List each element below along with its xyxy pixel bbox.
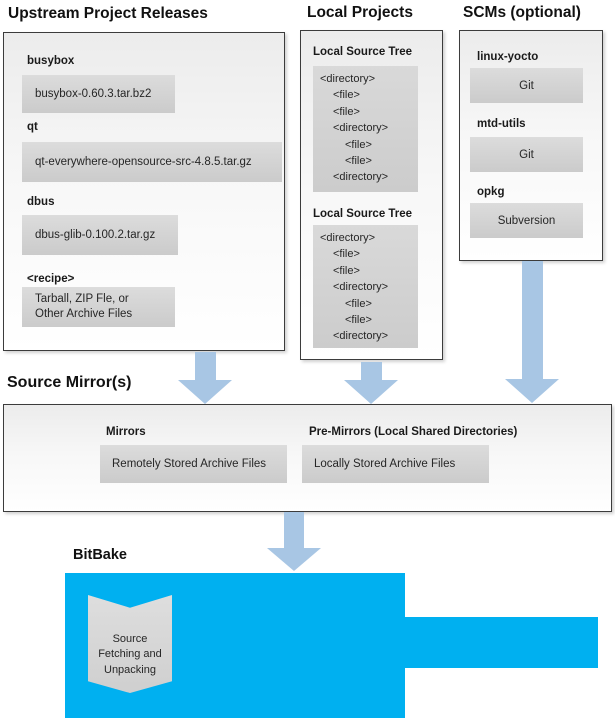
scm-entry-label: opkg <box>477 186 505 198</box>
bitbake-title: BitBake <box>73 547 127 563</box>
arrow-down-icon <box>344 362 398 404</box>
upstream-entry-label: <recipe> <box>27 273 75 285</box>
tree-line: <directory> <box>333 330 389 343</box>
mirrors-label: Mirrors <box>106 426 146 438</box>
tree-line: <file> <box>345 297 372 310</box>
local-source-tree-box: <directory> <file> <file> <directory> <f… <box>313 66 418 192</box>
tree-line: <file> <box>333 248 360 261</box>
pre-mirrors-description: Locally Stored Archive Files <box>314 458 456 470</box>
tree-line: <file> <box>333 89 360 102</box>
mirrors-description: Remotely Stored Archive Files <box>112 458 267 470</box>
scm-entry-label: linux-yocto <box>477 51 539 63</box>
tree-line: <directory> <box>333 171 389 184</box>
arrow-shaft <box>521 261 543 379</box>
upstream-entry-label: busybox <box>27 55 75 67</box>
local-projects-title: Local Projects <box>307 4 413 21</box>
mirrors-box: Remotely Stored Archive Files <box>100 445 287 483</box>
arrow-shaft <box>194 352 216 380</box>
scm-type: Git <box>519 148 534 161</box>
bitbake-pipeline-bar <box>404 617 598 668</box>
scms-title: SCMs (optional) <box>463 4 581 21</box>
tree-line: <directory> <box>333 122 389 135</box>
upstream-archive-box: dbus-glib-0.100.2.tar.gz <box>22 215 178 255</box>
scm-type-box: Git <box>470 68 583 103</box>
tree-line: <file> <box>333 105 360 118</box>
tree-line: <file> <box>333 264 360 277</box>
arrow-head <box>344 380 398 404</box>
arrow-shaft <box>284 512 304 548</box>
archive-filename: qt-everywhere-opensource-src-4.8.5.tar.g… <box>35 156 252 168</box>
pre-mirrors-label: Pre-Mirrors (Local Shared Directories) <box>309 426 518 438</box>
tree-line: <directory> <box>333 281 389 294</box>
local-source-tree-box: <directory> <file> <file> <directory> <f… <box>313 225 418 348</box>
arrow-down-icon <box>267 512 321 571</box>
upstream-entry-label: dbus <box>27 196 55 208</box>
source-mirrors-title: Source Mirror(s) <box>7 374 132 391</box>
scm-type: Git <box>519 79 534 92</box>
arrow-shaft <box>360 362 382 380</box>
arrow-down-icon <box>505 261 559 403</box>
arrow-head <box>267 548 321 571</box>
upstream-archive-box: Tarball, ZIP Fle, or Other Archive Files <box>22 287 175 327</box>
upstream-entry-label: qt <box>27 121 38 133</box>
arrow-down-icon <box>178 352 232 404</box>
archive-filename: busybox-0.60.3.tar.bz2 <box>35 88 152 100</box>
tree-line: <file> <box>345 314 372 327</box>
scm-type: Subversion <box>497 214 556 227</box>
source-fetching-text: Source Fetching and Unpacking <box>98 632 162 676</box>
archive-filename: dbus-glib-0.100.2.tar.gz <box>35 229 156 241</box>
tree-line: <directory> <box>320 73 376 85</box>
scm-entry-label: mtd-utils <box>477 118 526 130</box>
pre-mirrors-box: Locally Stored Archive Files <box>302 445 489 483</box>
tree-line: <directory> <box>320 232 376 244</box>
local-source-tree-label: Local Source Tree <box>313 208 413 220</box>
scm-type-box: Git <box>470 137 583 172</box>
arrow-head <box>505 379 559 403</box>
source-fetching-chevron: Source Fetching and Unpacking <box>88 595 172 693</box>
archive-description: Tarball, ZIP Fle, or Other Archive Files <box>35 293 133 320</box>
upstream-archive-box: qt-everywhere-opensource-src-4.8.5.tar.g… <box>22 142 282 182</box>
local-source-tree-label: Local Source Tree <box>313 46 413 58</box>
scm-type-box: Subversion <box>470 203 583 238</box>
tree-line: <file> <box>345 138 372 151</box>
arrow-head <box>178 380 232 404</box>
upstream-releases-title: Upstream Project Releases <box>8 5 208 22</box>
tree-line: <file> <box>345 155 372 168</box>
upstream-archive-box: busybox-0.60.3.tar.bz2 <box>22 75 175 113</box>
